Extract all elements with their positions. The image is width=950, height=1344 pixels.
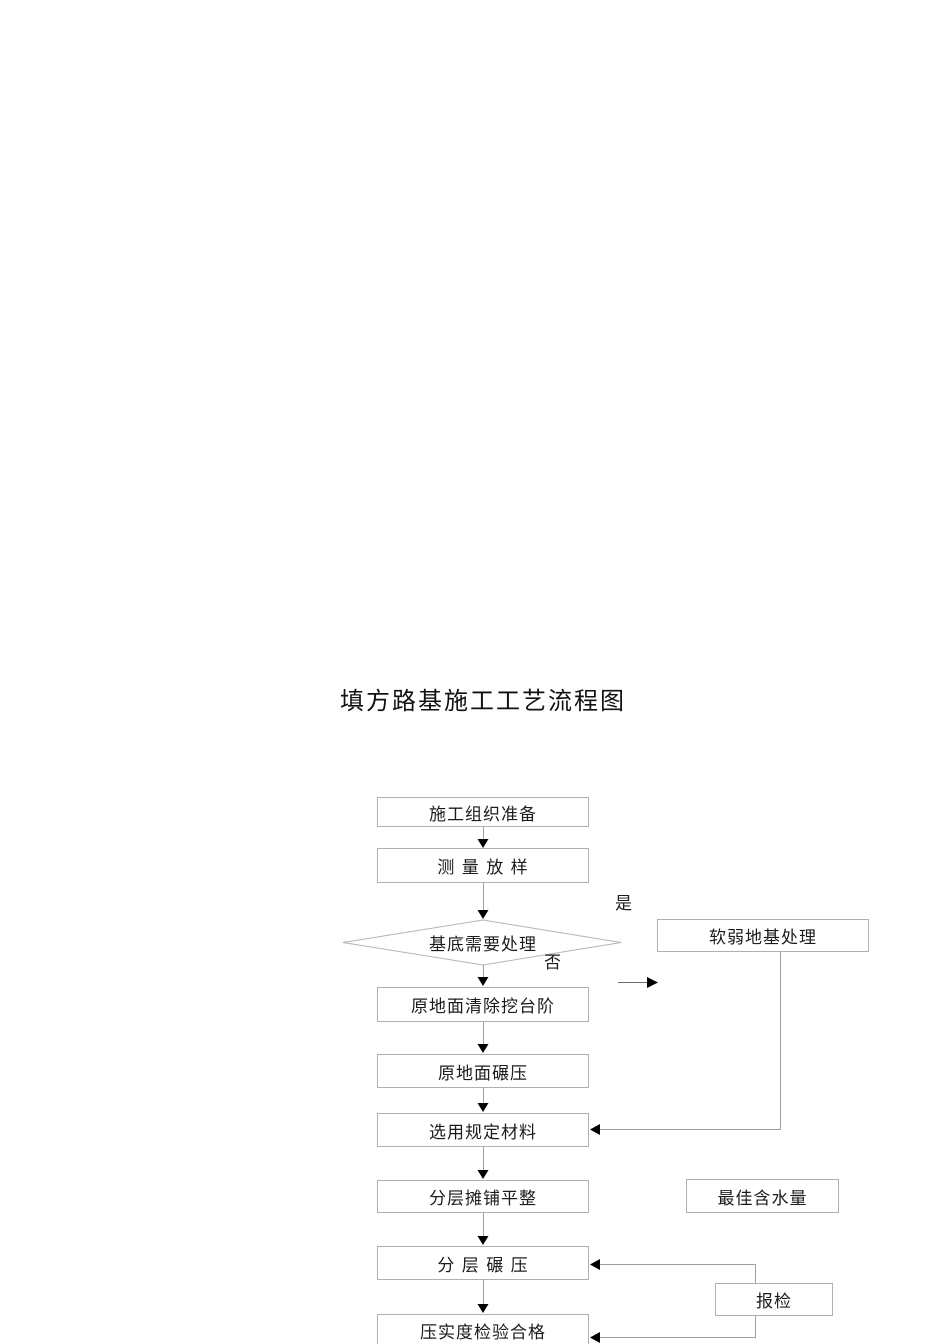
flow-box-label: 压实度检验合格 [420,1323,546,1343]
arrowhead-down-icon [477,1304,489,1313]
connector-inspection-to-check [592,1316,756,1338]
flow-box-label: 分 层 碾 压 [437,1255,529,1276]
flow-box-label: 报检 [756,1292,792,1312]
flow-box-spread-level-layers: 分层摊铺平整 [377,1180,589,1213]
flow-box-optimal-moisture: 最佳含水量 [686,1179,839,1213]
decision-base-treatment-label: 基底需要处理 [429,934,537,955]
flow-box-clear-ground-cut-steps: 原地面清除挖台阶 [377,987,589,1022]
flow-box-layer-rolling: 分 层 碾 压 [377,1246,589,1280]
page-title: 填方路基施工工艺流程图 [340,687,626,715]
flow-box-label: 测 量 放 样 [437,858,529,878]
flow-box-construction-preparation: 施工组织准备 [377,797,589,827]
flow-box-label: 原地面清除挖台阶 [411,997,555,1017]
yes-branch-label: 是 [615,894,632,914]
arrowhead-down-icon [477,1044,489,1053]
arrowhead-left-icon [590,1124,600,1135]
flow-box-select-materials: 选用规定材料 [377,1113,589,1147]
flow-box-compaction-check: 压实度检验合格 [377,1314,589,1344]
flow-box-survey-staking: 测 量 放 样 [377,848,589,883]
flow-box-label: 选用规定材料 [429,1122,537,1143]
no-branch-label: 否 [544,953,561,973]
flow-box-report-inspection: 报检 [715,1283,833,1316]
flow-box-soft-foundation-treatment: 软弱地基处理 [657,919,869,952]
flow-box-label: 软弱地基处理 [709,928,817,948]
connector-softfoundation-to-materials [592,952,781,1130]
arrowhead-down-icon [477,977,489,986]
flow-box-label: 分层摊铺平整 [429,1189,537,1209]
flow-box-label: 施工组织准备 [429,804,537,825]
connector-inspection-to-layerroll [592,1264,756,1283]
arrowhead-right-icon [647,977,658,988]
flow-box-ground-rolling: 原地面碾压 [377,1054,589,1088]
arrowhead-down-icon [477,1236,489,1245]
arrowhead-left-icon [590,1259,600,1270]
arrowhead-left-icon [590,1332,600,1343]
flow-box-label: 最佳含水量 [717,1188,808,1209]
arrowhead-down-icon [477,910,489,919]
arrowhead-down-icon [477,1103,489,1112]
arrowhead-down-icon [477,839,489,848]
flow-box-label: 原地面碾压 [438,1063,528,1084]
arrowhead-down-icon [477,1170,489,1179]
